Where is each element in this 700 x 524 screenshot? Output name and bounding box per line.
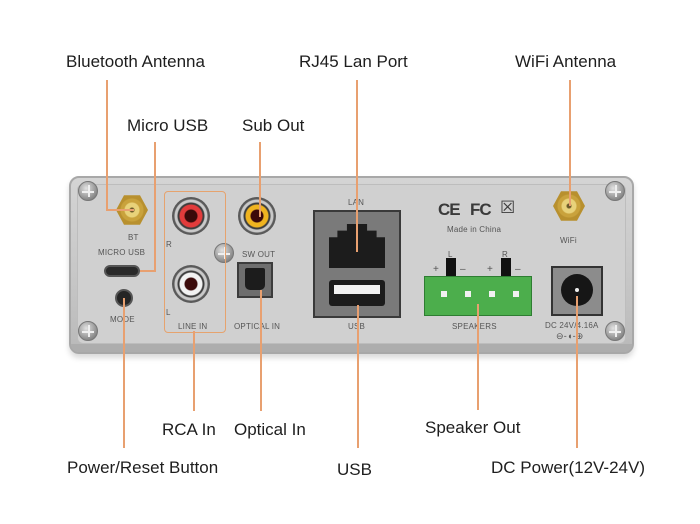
screw-icon: [605, 321, 625, 341]
polarity-icon: ⊖-◖-⊕: [556, 331, 584, 341]
leader-line-usb: [357, 305, 359, 448]
callout-rca-in: RCA In: [162, 420, 216, 439]
weee-bin-icon: ☒: [500, 198, 515, 217]
label-plus-right: +: [487, 264, 494, 275]
leader-line-mode: [123, 298, 125, 448]
leader-line-dc-power: [576, 296, 578, 448]
leader-line-wifi: [569, 80, 571, 206]
callout-speaker-out: Speaker Out: [425, 418, 521, 437]
label-optical-in: OPTICAL IN: [234, 322, 281, 331]
label-plus-left: +: [433, 264, 440, 275]
callout-rj45-lan-port: RJ45 Lan Port: [299, 52, 408, 71]
screw-icon: [78, 321, 98, 341]
label-l: L: [166, 308, 171, 317]
label-bt: BT: [128, 233, 139, 242]
sub-out-jack: [238, 197, 276, 235]
screw-icon: [78, 181, 98, 201]
screw-icon: [605, 181, 625, 201]
callout-optical-in: Optical In: [234, 420, 306, 439]
callout-power-reset-button: Power/Reset Button: [67, 458, 219, 477]
leader-line-optical-in: [260, 290, 262, 411]
ce-mark: CE: [438, 200, 461, 219]
label-mode: MODE: [110, 315, 135, 324]
label-speaker-r: R: [502, 250, 508, 259]
leader-line-rj45: [356, 80, 358, 252]
callout-bluetooth-antenna: Bluetooth Antenna: [66, 52, 205, 71]
label-micro-usb: MICRO USB: [98, 248, 146, 257]
leader-line-bluetooth: [106, 80, 108, 210]
label-r: R: [166, 240, 172, 249]
label-line-in: LINE IN: [178, 322, 208, 331]
callout-dc-power: DC Power(12V-24V): [491, 458, 646, 477]
line-in-highlight-box: [164, 191, 226, 333]
label-lan: LAN: [348, 198, 364, 207]
label-sw-out: SW OUT: [242, 250, 276, 259]
leader-line-speaker-out: [477, 304, 479, 410]
label-dc-rating: DC 24V/4.16A: [545, 321, 599, 330]
fcc-mark: FC: [470, 200, 492, 219]
label-speakers: SPEAKERS: [452, 322, 497, 331]
callout-micro-usb: Micro USB: [127, 116, 209, 135]
terminal-tab: [446, 258, 456, 280]
callout-usb: USB: [337, 460, 372, 479]
panel-bottom-edge: [71, 344, 632, 352]
label-usb: USB: [348, 322, 365, 331]
callout-wifi-antenna: WiFi Antenna: [515, 52, 617, 71]
leader-line-bluetooth-h: [106, 209, 134, 211]
leader-line-micro-usb-h: [140, 270, 156, 272]
micro-usb-port: [104, 265, 140, 277]
callout-sub-out: Sub Out: [242, 116, 305, 135]
leader-line-rca-in: [193, 331, 195, 411]
usb-port: [329, 280, 385, 306]
label-speaker-l: L: [448, 250, 453, 259]
rca-left-jack: [172, 265, 210, 303]
label-made-in-china: Made in China: [447, 225, 502, 234]
label-minus-left: –: [460, 264, 466, 275]
leader-line-micro-usb: [154, 142, 156, 271]
label-wifi: WiFi: [560, 236, 577, 245]
label-minus-right: –: [515, 264, 521, 275]
rca-right-jack: [172, 197, 210, 235]
leader-line-sub-out: [259, 142, 261, 217]
optical-in-port: [237, 262, 273, 298]
terminal-tab: [501, 258, 511, 280]
